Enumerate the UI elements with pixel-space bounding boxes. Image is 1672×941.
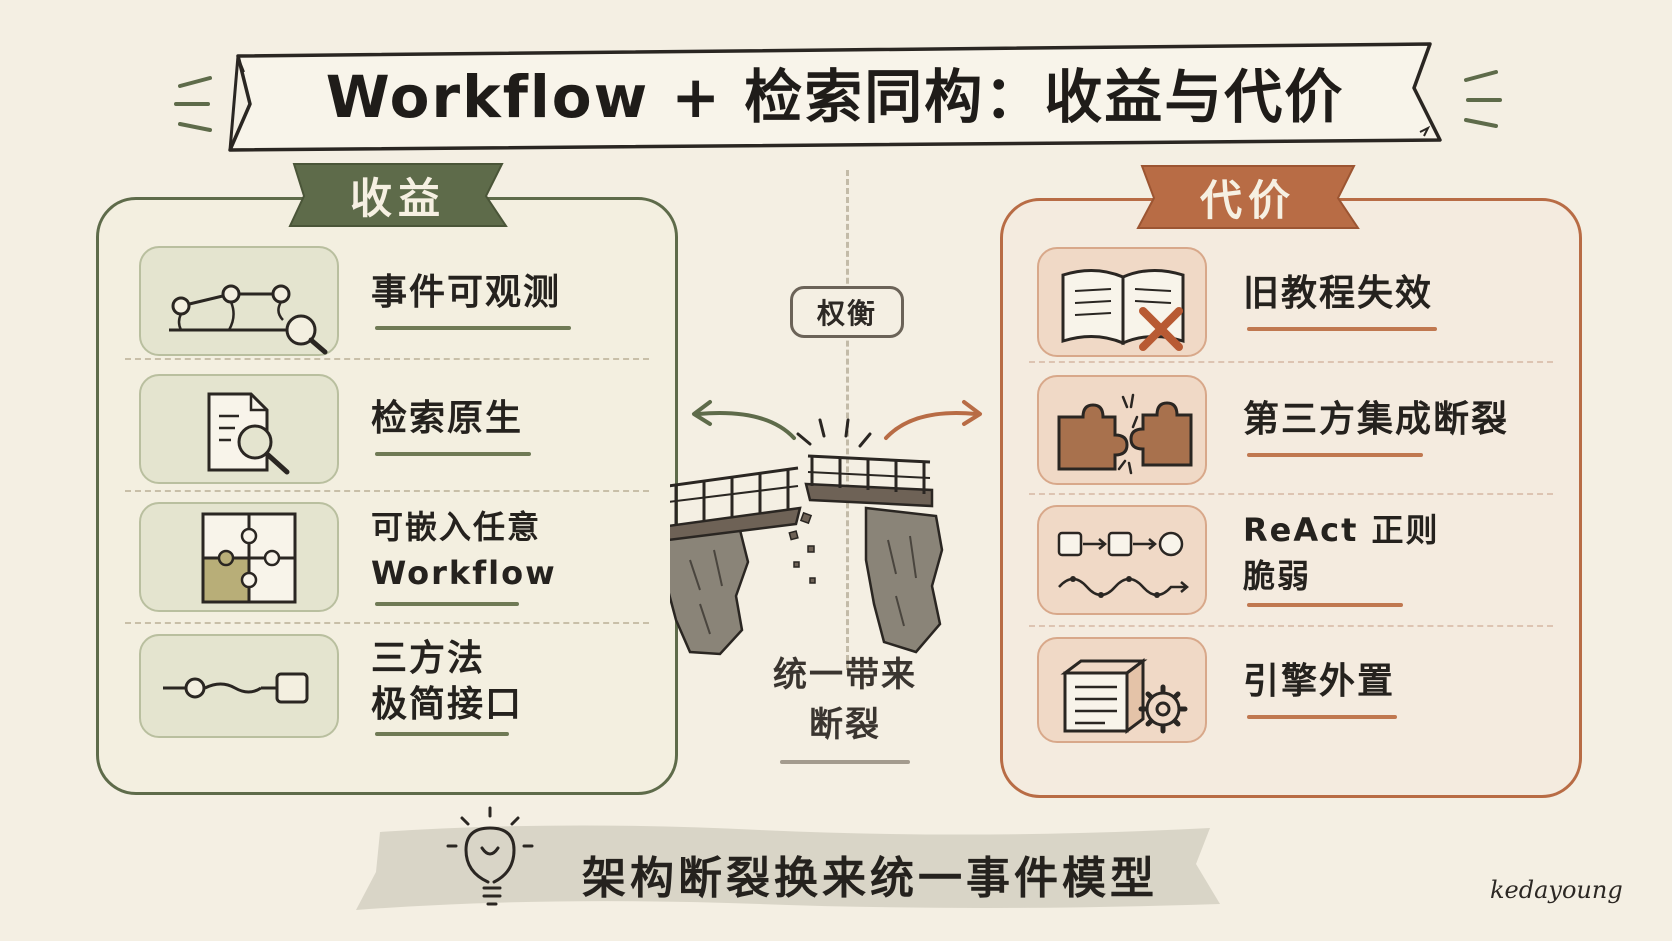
benefit-row: 检索原生 [99, 366, 675, 504]
center-caption: 统一带来 断裂 [735, 650, 955, 750]
benefit-label-line-1: 可嵌入任意 [371, 508, 542, 546]
page-title: Workflow + 检索同构：收益与代价 [325, 63, 1345, 131]
engine-box-gear-icon [1037, 637, 1207, 743]
cost-label: 引擎外置 [1243, 661, 1396, 702]
row-divider [1029, 493, 1553, 495]
benefit-label: 三方法 极简接口 [371, 636, 523, 728]
benefits-tag: 收益 [349, 173, 446, 223]
cost-row: 引擎外置 [1003, 633, 1579, 771]
label-underline [375, 732, 509, 736]
cost-label: 旧教程失效 [1243, 273, 1434, 314]
label-underline [1247, 715, 1397, 719]
cost-label: ReAct 正则 脆弱 [1243, 507, 1440, 599]
row-divider [1029, 625, 1553, 627]
book-crossed-icon [1037, 247, 1207, 357]
center-caption-line-2: 断裂 [809, 705, 881, 745]
benefit-label: 事件可观测 [371, 272, 562, 313]
benefit-label: 检索原生 [371, 398, 524, 439]
costs-tag: 代价 [1199, 175, 1296, 225]
row-divider [125, 622, 649, 624]
costs-tag-ribbon [1136, 165, 1360, 229]
cost-label-line-1: ReAct 正则 [1243, 511, 1440, 549]
row-divider [1029, 361, 1553, 363]
title-banner [174, 42, 1502, 152]
cost-label: 第三方集成断裂 [1243, 399, 1510, 440]
costs-panel: 旧教程失效 第三方集成断裂 [1000, 198, 1582, 798]
cost-row: 旧教程失效 [1003, 235, 1579, 373]
title-sparkle-left-icon [174, 76, 212, 132]
label-underline [375, 326, 571, 330]
lightbulb-icon [446, 806, 534, 906]
benefit-label-line-2: 极简接口 [371, 684, 524, 725]
summary-ribbon [356, 806, 1220, 910]
benefit-row: 可嵌入任意 Workflow [99, 498, 675, 636]
broken-puzzle-icon [1037, 375, 1207, 485]
center-caption-line-1: 统一带来 [773, 655, 917, 695]
tradeoff-badge: 权衡 [790, 286, 904, 338]
cost-row: 第三方集成断裂 [1003, 369, 1579, 507]
label-underline [375, 602, 519, 606]
cost-row: ReAct 正则 脆弱 [1003, 501, 1579, 639]
label-underline [1247, 327, 1437, 331]
broken-bridge-icon [670, 400, 982, 656]
row-divider [125, 490, 649, 492]
benefit-label-line-1: 三方法 [371, 638, 486, 679]
benefits-panel: 事件可观测 检索原生 [96, 197, 678, 795]
row-divider [125, 358, 649, 360]
regex-flow-icon [1037, 505, 1207, 615]
cost-label-line-2: 脆弱 [1243, 557, 1312, 595]
center-caption-underline [780, 760, 910, 764]
puzzle-grid-icon [139, 502, 339, 612]
benefit-label: 可嵌入任意 Workflow [371, 504, 557, 596]
connector-interface-icon [139, 634, 339, 738]
benefits-tag-ribbon [288, 163, 508, 227]
document-search-icon [139, 374, 339, 484]
benefit-row: 三方法 极简接口 [99, 630, 675, 768]
label-underline [1247, 603, 1403, 607]
benefit-row: 事件可观测 [99, 234, 675, 372]
event-chain-magnifier-icon [139, 246, 339, 356]
signature: kedayoung [1490, 876, 1623, 904]
title-sparkle-right-icon [1464, 70, 1502, 128]
label-underline [1247, 453, 1423, 457]
summary-text: 架构断裂换来统一事件模型 [582, 853, 1158, 904]
benefit-label-line-2: Workflow [371, 554, 557, 592]
label-underline [375, 452, 531, 456]
